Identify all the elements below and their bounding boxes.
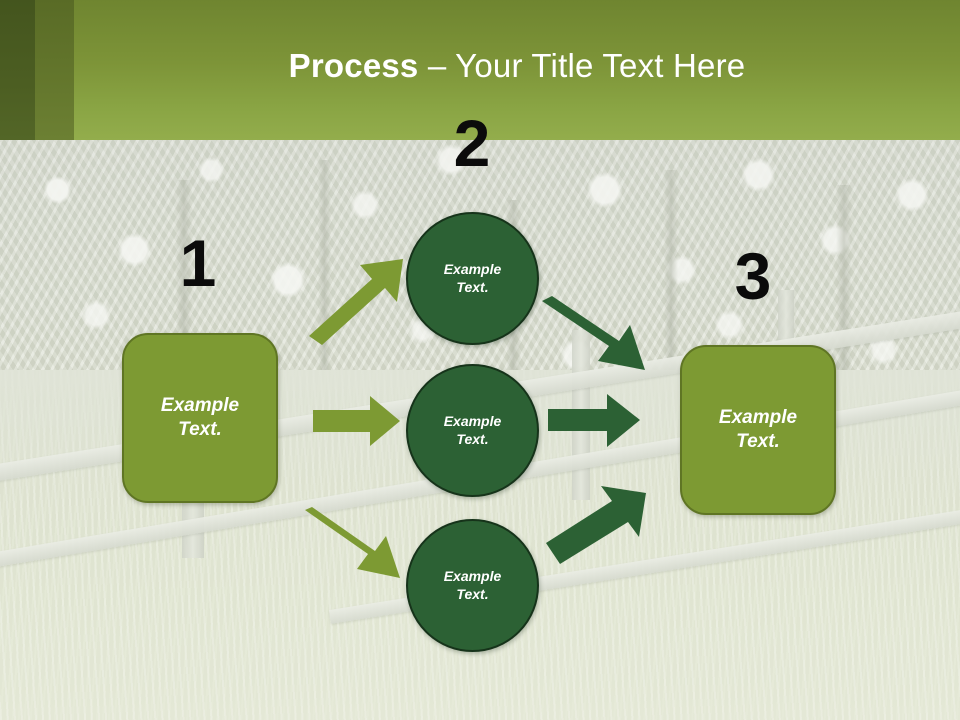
branch-circle-top[interactable]: Example Text. xyxy=(406,212,539,345)
branch-bottom-line1: Example xyxy=(443,567,502,584)
input-box[interactable]: Example Text. xyxy=(122,333,278,503)
branch-top-line2: Text. xyxy=(456,278,489,295)
input-box-label: Example Text. xyxy=(161,394,239,443)
step-number-1: 1 xyxy=(179,226,217,300)
branch-middle-line2: Text. xyxy=(456,430,489,447)
input-box-line2: Text. xyxy=(178,419,222,440)
output-box-line1: Example xyxy=(718,406,798,428)
page-title-rest: – Your Title Text Here xyxy=(418,47,746,84)
input-box-line1: Example xyxy=(160,394,240,416)
output-box-label: Example Text. xyxy=(719,406,797,455)
branch-circle-top-label: Example Text. xyxy=(444,261,502,297)
step-number-2: 2 xyxy=(453,106,491,180)
branch-circle-middle[interactable]: Example Text. xyxy=(406,364,539,497)
branch-bottom-line2: Text. xyxy=(456,585,489,602)
step-number-3: 3 xyxy=(734,239,772,313)
output-box-line2: Text. xyxy=(736,431,780,452)
output-box[interactable]: Example Text. xyxy=(680,345,836,515)
branch-middle-line1: Example xyxy=(443,412,502,429)
branch-top-line1: Example xyxy=(443,260,502,277)
title-bar xyxy=(0,0,960,140)
accent-band-mid xyxy=(35,0,74,140)
branch-circle-middle-label: Example Text. xyxy=(444,413,502,449)
tree-trunk xyxy=(664,170,678,395)
page-title: Process – Your Title Text Here xyxy=(74,46,960,86)
page-title-strong: Process xyxy=(288,47,419,84)
accent-band-dark xyxy=(0,0,35,140)
branch-circle-bottom-label: Example Text. xyxy=(444,568,502,604)
branch-circle-bottom[interactable]: Example Text. xyxy=(406,519,539,652)
